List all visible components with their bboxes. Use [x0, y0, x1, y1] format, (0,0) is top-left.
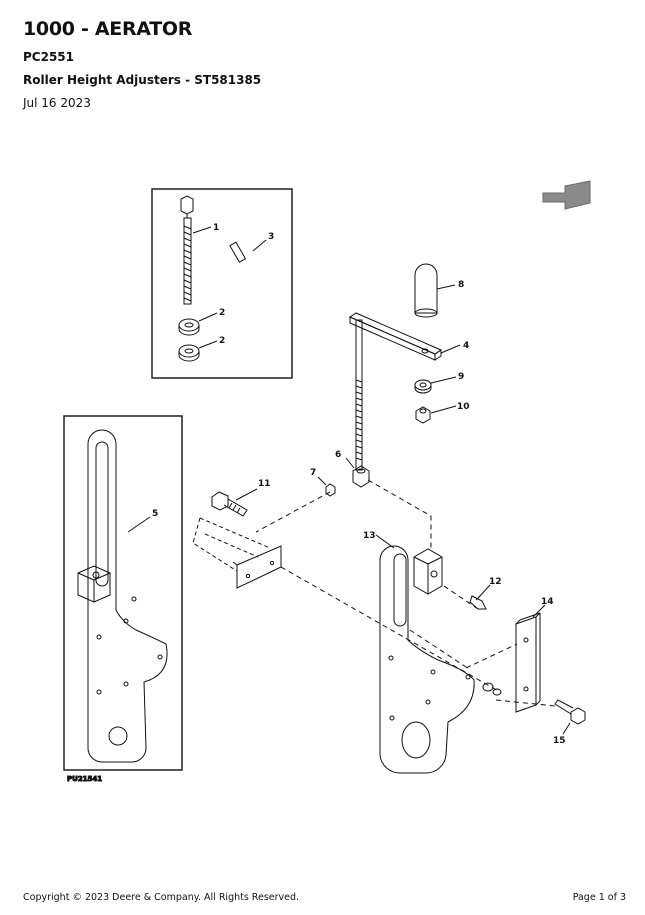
callout-8: 8 [458, 280, 464, 290]
assembly-lines [255, 479, 556, 707]
part-pin [229, 241, 247, 263]
next-page-arrow-icon[interactable] [542, 180, 591, 210]
part-adjuster-plate [77, 429, 168, 763]
part-bolt-11 [211, 491, 248, 517]
part-washer-9 [414, 379, 432, 394]
part-nut-6 [352, 465, 370, 488]
part-threaded-rod [355, 319, 363, 471]
callout-9: 9 [458, 372, 464, 382]
part-bolt-15 [554, 699, 586, 725]
part-side-plate [379, 545, 475, 774]
callout-2a: 2 [219, 308, 225, 318]
callout-10: 10 [457, 402, 470, 412]
callout-1: 1 [213, 223, 219, 233]
callout-3: 3 [268, 232, 274, 242]
copyright-notice: Copyright © 2023 Deere & Company. All Ri… [23, 892, 300, 903]
part-washer-b [178, 344, 200, 362]
callout-13: 13 [363, 531, 376, 541]
part-bolt [180, 195, 194, 305]
callout-7: 7 [310, 468, 316, 478]
part-bracket [348, 312, 443, 361]
callout-6: 6 [335, 450, 341, 460]
part-mount-plate [192, 517, 282, 589]
callout-2b: 2 [219, 336, 225, 346]
part-nut-7 [325, 483, 336, 497]
callout-labels: 1 2 2 3 4 5 6 7 8 9 10 11 12 13 14 15 [152, 223, 566, 746]
publish-date: Jul 16 2023 [23, 96, 91, 110]
callout-15: 15 [553, 736, 566, 746]
part-spacer [482, 682, 502, 696]
callout-14: 14 [541, 597, 554, 607]
callout-12: 12 [489, 577, 502, 587]
diagram-subtitle: Roller Height Adjusters - ST581385 [23, 73, 262, 87]
page-indicator: Page 1 of 3 [572, 892, 626, 903]
inset-box-hardware [151, 188, 293, 379]
inset-box-adjuster-plate [63, 415, 183, 771]
page-title: 1000 - AERATOR [23, 18, 193, 40]
callout-5: 5 [152, 509, 158, 519]
part-fitting-12 [469, 595, 487, 610]
part-washer-a [178, 318, 200, 336]
callout-4: 4 [463, 341, 469, 351]
part-nut-10 [415, 406, 431, 424]
callout-11: 11 [258, 479, 271, 489]
part-knob [414, 263, 438, 318]
figure-id: PU21541 [67, 775, 102, 783]
part-catalog-code: PC2551 [23, 50, 74, 64]
part-strap-14 [515, 612, 541, 713]
